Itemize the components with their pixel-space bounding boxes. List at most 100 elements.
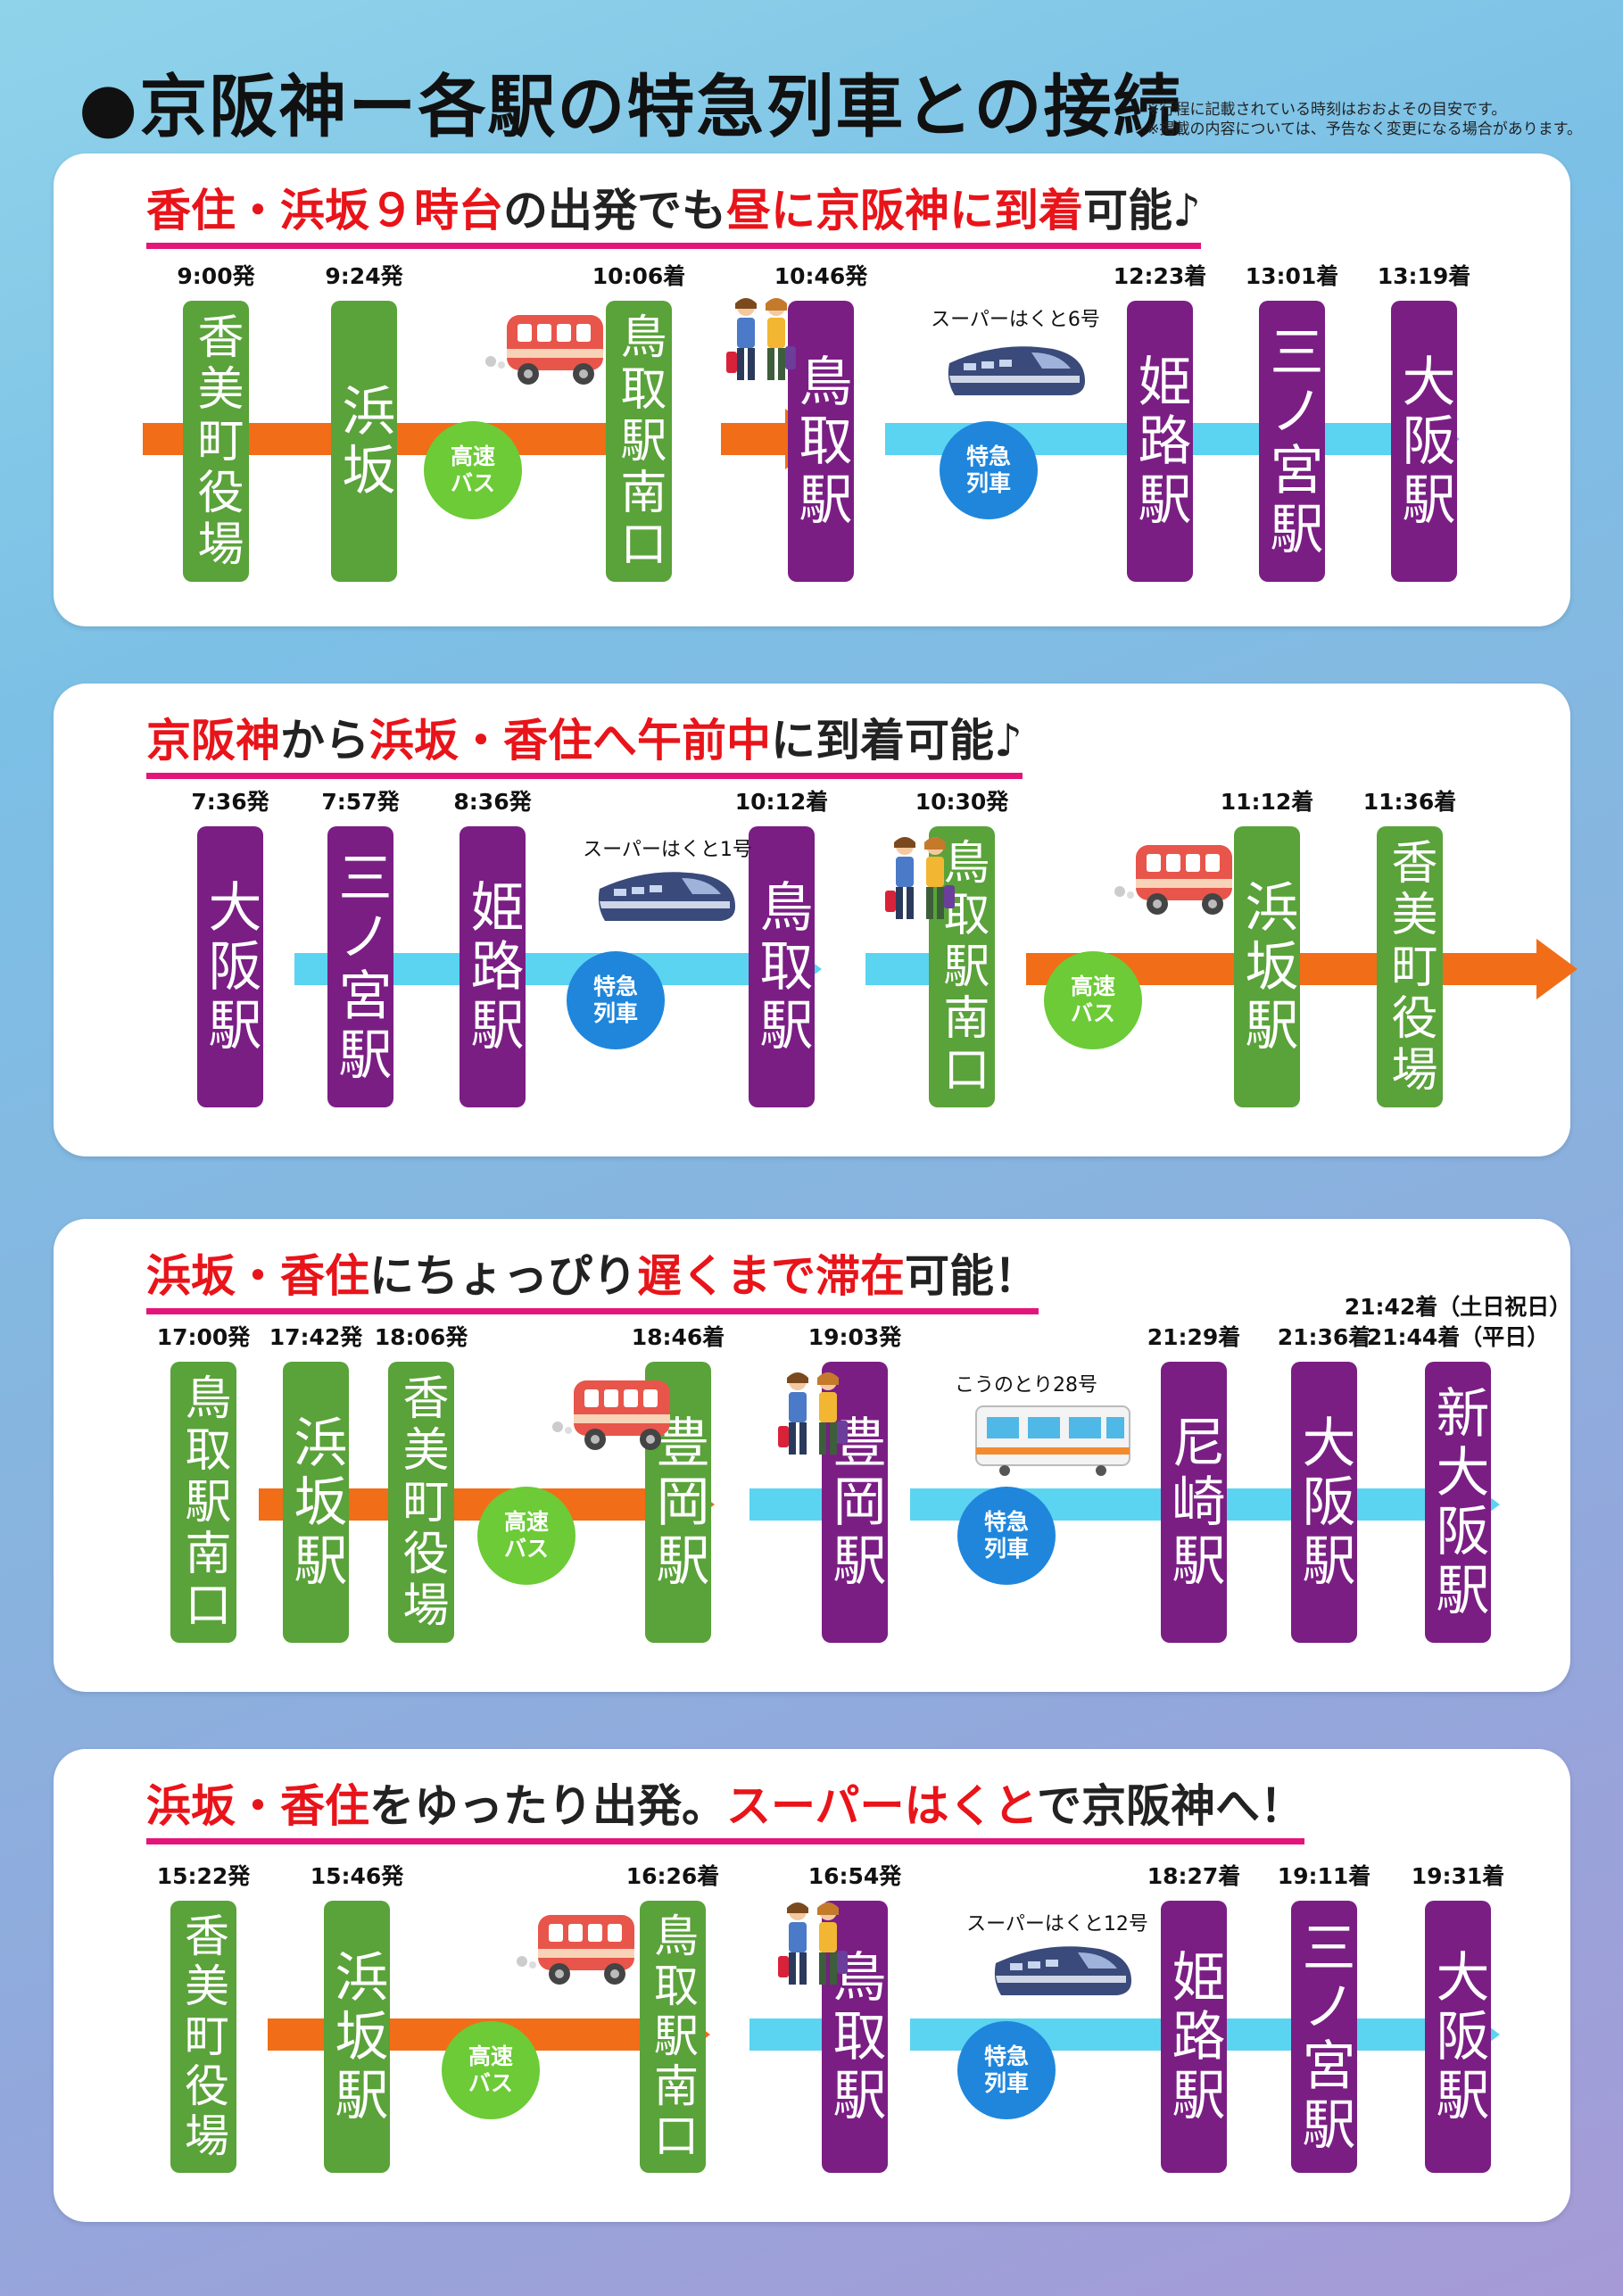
station-time: 15:22発	[156, 1863, 251, 1889]
station-name: 鳥取駅	[750, 878, 813, 1056]
badge-label: 特急	[592, 974, 638, 999]
station-time: 18:27着	[1147, 1863, 1241, 1889]
note-2: ※掲載の内容については、予告なく変更になる場合があります。	[1147, 120, 1582, 138]
travelers-icon	[776, 1901, 849, 1993]
headline-segment: の出発でも	[503, 185, 726, 236]
headline-segment: 京阪神	[146, 715, 280, 767]
station-sign: 三ノ宮駅	[327, 826, 393, 1107]
station-name: 大阪駅	[1427, 1948, 1489, 2126]
notes: ※行程に記載されている時刻はおおよその目安です。 ※掲載の内容については、予告な…	[1147, 100, 1582, 139]
station-name: 姫路駅	[1129, 352, 1191, 530]
station-name: 香美町役場	[394, 1372, 448, 1632]
express-bus-badge: 高速バス	[477, 1487, 576, 1585]
station-sign: 姫路駅	[1161, 1901, 1227, 2173]
page-title: ●京阪神ー各駅の特急列車との接続	[79, 67, 1183, 146]
station-sign: 香美町役場	[1377, 826, 1443, 1107]
headline-segment: 遅くまで滞在	[637, 1250, 905, 1302]
limited-express-badge: 特急列車	[957, 1487, 1056, 1585]
station-sign: 香美町役場	[388, 1362, 454, 1643]
shinkansen-style-train-icon	[992, 1936, 1135, 2011]
bus-icon	[513, 1910, 638, 1993]
station-sign: 鳥取駅南口	[170, 1362, 236, 1643]
station-name: 浜坂駅	[285, 1413, 347, 1591]
headline-segment: に到着可能♪	[771, 715, 1023, 767]
express-bus-badge: 高速バス	[442, 2021, 540, 2119]
arrow-icon	[1536, 939, 1577, 999]
station-name: 鳥取駅	[790, 352, 852, 530]
station-time: 18:46着	[631, 1324, 725, 1350]
panel-headline: 京阪神から浜坂・香住へ午前中に到着可能♪	[146, 705, 1023, 779]
shinkansen-style-train-icon	[596, 862, 739, 937]
badge-label: 特急	[983, 1509, 1029, 1535]
travelers-icon	[883, 835, 956, 928]
train-name: スーパーはくと12号	[966, 1913, 1148, 1935]
station-sign: 浜坂駅	[283, 1362, 349, 1643]
bus-icon	[1111, 840, 1236, 924]
bus-route-line	[721, 423, 785, 455]
station-name: 浜坂	[333, 382, 395, 501]
station-time: 13:19着	[1377, 263, 1471, 289]
station-sign: 尼崎駅	[1161, 1362, 1227, 1643]
station-name: 大阪駅	[1393, 352, 1455, 530]
station-name: 香美町役場	[189, 311, 243, 571]
badge-label: 特急	[983, 2043, 1029, 2069]
badge-label: 列車	[983, 2070, 1029, 2096]
train-name: スーパーはくと1号	[583, 839, 752, 861]
station-sign: 大阪駅	[1291, 1362, 1357, 1643]
station-sign: 鳥取駅	[788, 301, 854, 582]
station-sign: 浜坂駅	[1234, 826, 1300, 1107]
station-time: 21:29着	[1147, 1324, 1241, 1350]
bus-icon	[482, 310, 607, 394]
badge-label: 高速	[1070, 974, 1115, 999]
badge-label: バス	[468, 2070, 513, 2096]
panel-headline: 浜坂・香住をゆったり出発。スーパーはくとで京阪神へ！	[146, 1770, 1304, 1844]
route-panel-2: 京阪神から浜坂・香住へ午前中に到着可能♪ 大阪駅 7:36発三ノ宮駅 7:57発姫路駅…	[54, 684, 1577, 1156]
station-time: 19:03発	[807, 1324, 902, 1350]
station-sign: 鳥取駅	[822, 1901, 888, 2173]
station-sign: 大阪駅	[197, 826, 263, 1107]
limited-express-badge: 特急列車	[567, 951, 665, 1049]
station-name: 三ノ宮駅	[1261, 323, 1323, 559]
station-sign: 大阪駅	[1425, 1901, 1491, 2173]
station-sign: 香美町役場	[183, 301, 249, 582]
headline-segment: 香住・浜坂９時台	[146, 185, 503, 236]
station-time: 7:36発	[191, 789, 269, 815]
badge-label: 高速	[503, 1509, 549, 1535]
station-sign: 三ノ宮駅	[1259, 301, 1325, 582]
headline-segment: スーパーはくと	[726, 1780, 1037, 1832]
travelers-icon	[776, 1371, 849, 1463]
station-sign: 浜坂駅	[324, 1901, 390, 2173]
station-sign: 鳥取駅南口	[640, 1901, 706, 2173]
headline-segment: 昼に京阪神に到着	[726, 185, 1083, 236]
station-name: 姫路駅	[461, 878, 524, 1056]
headline-segment: 可能！	[905, 1250, 1039, 1302]
station-time: 7:57発	[321, 789, 400, 815]
station-name: 香美町役場	[178, 1911, 229, 2162]
badge-label: 高速	[450, 443, 495, 469]
station-time: 10:06着	[592, 263, 686, 289]
panel-headline: 浜坂・香住にちょっぴり遅くまで滞在可能！	[146, 1240, 1039, 1314]
badge-label: 列車	[592, 1000, 638, 1026]
station-name: 新大阪駅	[1427, 1384, 1489, 1620]
headline-segment: をゆったり出発。	[369, 1780, 726, 1832]
headline-segment: 浜坂・香住	[146, 1780, 369, 1832]
station-name: 香美町役場	[1383, 837, 1437, 1097]
station-sign: 姫路駅	[1127, 301, 1193, 582]
station-name: 鳥取駅南口	[177, 1372, 230, 1632]
route-panel-4: 浜坂・香住をゆったり出発。スーパーはくとで京阪神へ！ 香美町役場 15:22発浜坂駅…	[54, 1749, 1570, 2222]
station-time: 10:46発	[774, 263, 868, 289]
station-sign: 香美町役場	[170, 1901, 236, 2173]
station-name: 大阪駅	[199, 878, 261, 1056]
station-time: 12:23着	[1113, 263, 1207, 289]
headline-segment: で京阪神へ！	[1037, 1780, 1304, 1832]
station-name: 姫路駅	[1163, 1948, 1225, 2126]
station-time: 17:00発	[156, 1324, 251, 1350]
limited-express-icon	[973, 1397, 1133, 1481]
station-time: 19:31着	[1411, 1863, 1505, 1889]
headline-segment: 浜坂・香住	[146, 1250, 369, 1302]
panel-headline: 香住・浜坂９時台の出発でも昼に京阪神に到着可能♪	[146, 175, 1201, 249]
note-1: ※行程に記載されている時刻はおおよその目安です。	[1147, 101, 1507, 119]
badge-label: バス	[503, 1536, 549, 1562]
station-name: 大阪駅	[1293, 1413, 1355, 1591]
